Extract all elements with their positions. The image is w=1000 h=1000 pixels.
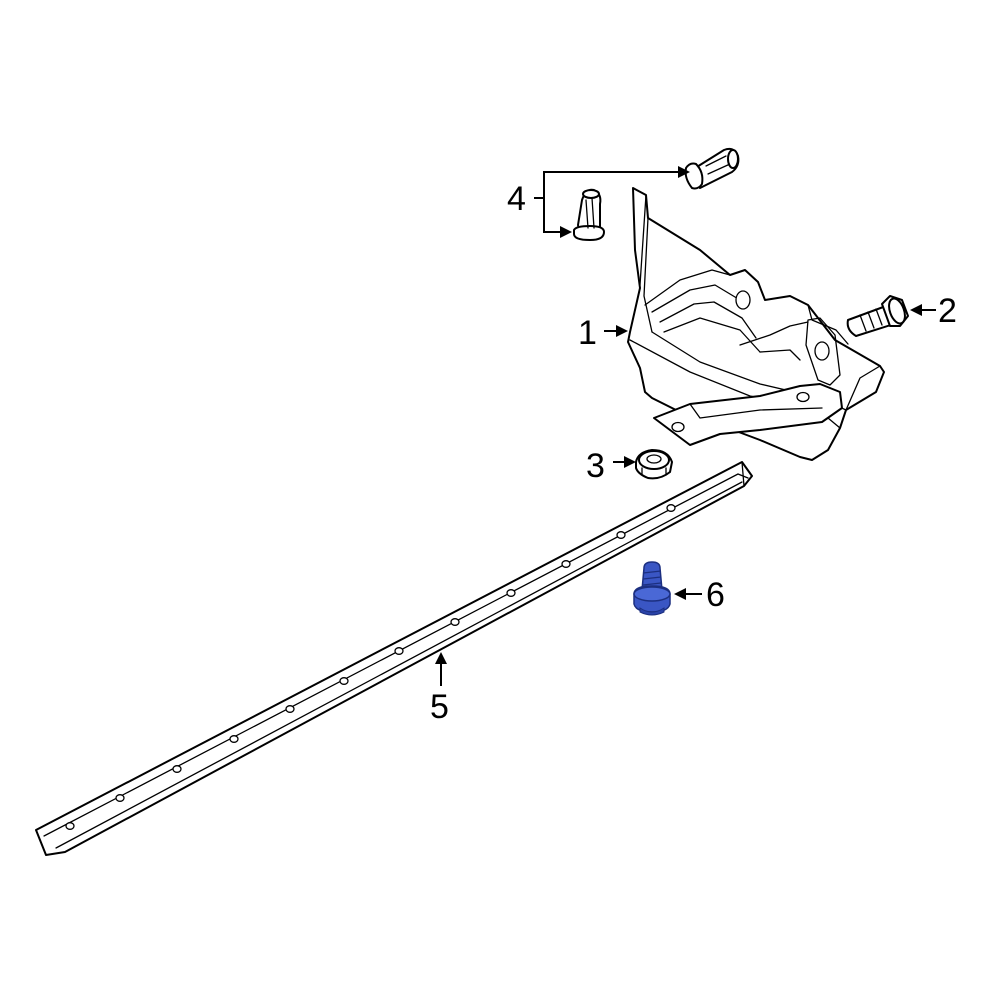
part-4-retainer-upright[interactable]	[573, 188, 605, 241]
callout-5: 5	[430, 688, 449, 726]
part-3-nut[interactable]	[635, 449, 673, 480]
leader-5	[435, 652, 447, 686]
callout-2: 2	[938, 292, 957, 330]
callout-1: 1	[578, 314, 597, 352]
part-1-splash-shield[interactable]	[627, 187, 885, 461]
leader-6	[674, 588, 702, 600]
callout-6: 6	[706, 576, 725, 614]
part-2-bolt[interactable]	[846, 295, 909, 337]
molding-clip-holes	[65, 504, 676, 830]
leader-1	[604, 325, 628, 337]
part-4-retainer-angled[interactable]	[684, 147, 740, 190]
part-6-bolt-highlighted[interactable]	[633, 561, 671, 616]
callout-4: 4	[507, 180, 526, 218]
part-5-rocker-molding[interactable]	[35, 461, 753, 856]
callout-3: 3	[586, 447, 605, 485]
leader-2	[910, 304, 936, 316]
leader-4	[534, 166, 690, 238]
leader-3	[613, 456, 636, 468]
